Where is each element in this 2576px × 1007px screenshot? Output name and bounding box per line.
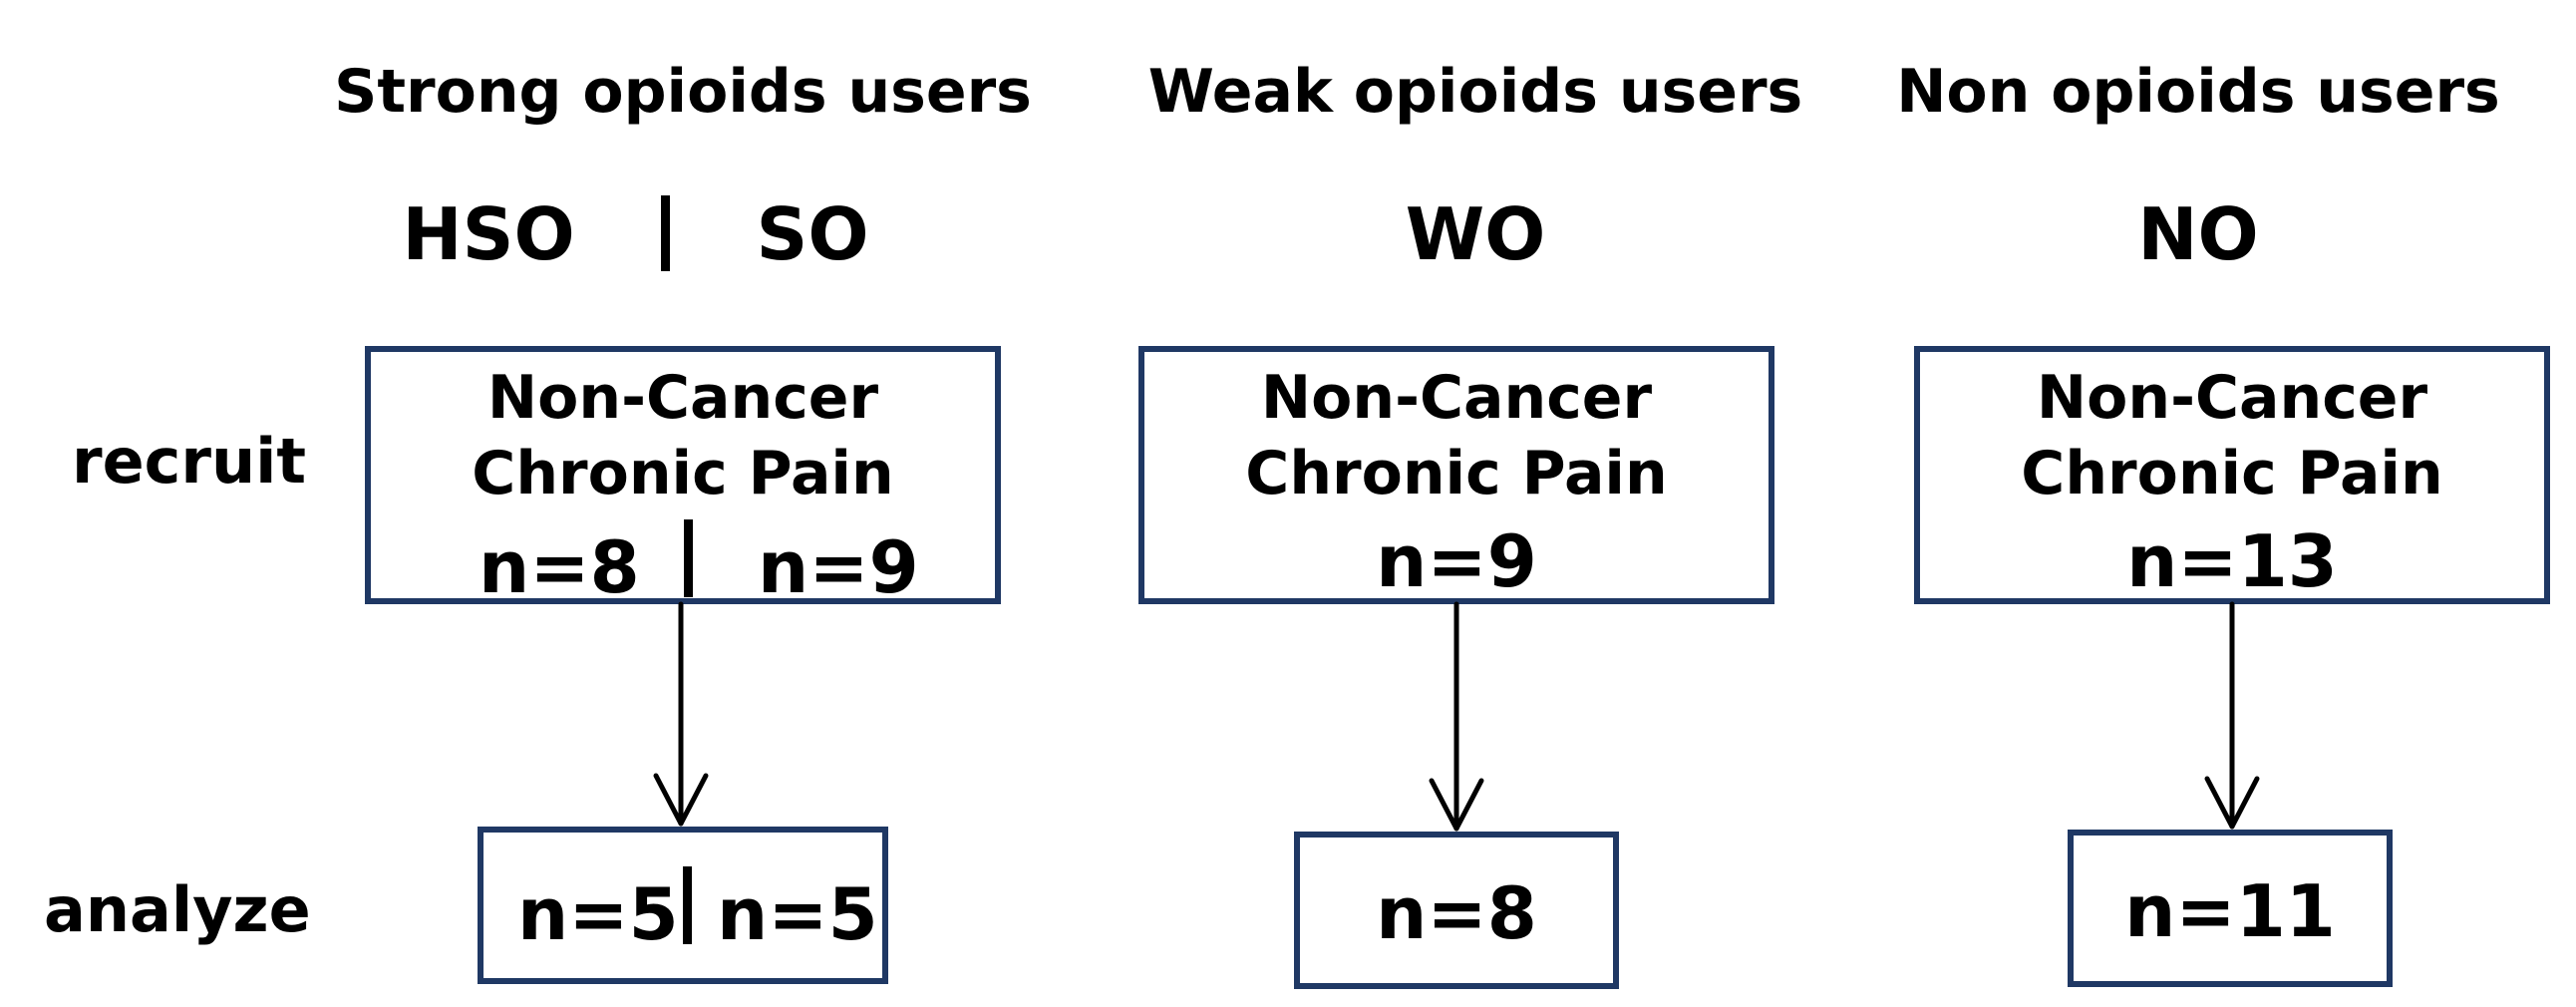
analyze-count-wo: n=8: [1376, 871, 1537, 955]
analyze-count-no: n=11: [2124, 869, 2336, 953]
recruit-box-label-line1: Non-Cancer: [2036, 363, 2428, 433]
count-divider: [684, 519, 693, 597]
recruit-box-label-line2: Chronic Pain: [472, 439, 894, 508]
recruit-box-weak-opioids: Non-Cancer Chronic Pain n=9: [1138, 346, 1774, 604]
recruit-box-label-line1: Non-Cancer: [486, 363, 879, 433]
analyze-count-so: n=5: [717, 872, 878, 956]
group-title-weak-opioids: Weak opioids users: [1147, 57, 1803, 127]
arrow-weak-opioids: [1429, 601, 1484, 832]
group-code-so: SO: [756, 192, 869, 276]
row-label-analyze: analyze: [44, 873, 311, 946]
recruit-count-no: n=13: [2126, 519, 2338, 603]
analyze-box-weak-opioids: n=8: [1294, 832, 1619, 989]
recruit-box-non-opioids: Non-Cancer Chronic Pain n=13: [1914, 346, 2550, 604]
group-title-non-opioids: Non opioids users: [1896, 57, 2500, 127]
analyze-box-non-opioids: n=11: [2068, 830, 2393, 987]
recruit-box-label-line1: Non-Cancer: [1260, 363, 1653, 433]
code-divider: [661, 195, 670, 271]
analyze-box-strong-opioids: n=5 n=5: [478, 827, 888, 984]
arrow-strong-opioids: [653, 601, 709, 827]
recruit-box-strong-opioids: Non-Cancer Chronic Pain n=8 n=9: [365, 346, 1001, 609]
recruit-count-so: n=9: [758, 525, 919, 609]
recruit-box-label-line2: Chronic Pain: [1245, 439, 1668, 508]
row-label-recruit: recruit: [72, 425, 306, 498]
group-title-strong-opioids: Strong opioids users: [334, 57, 1032, 127]
analyze-count-divider: [683, 866, 692, 944]
recruit-count-hso: n=8: [479, 525, 640, 609]
group-code-hso: HSO: [402, 192, 575, 276]
analyze-count-hso: n=5: [517, 872, 679, 956]
group-code-no: NO: [2137, 192, 2259, 276]
recruit-box-label-line2: Chronic Pain: [2021, 439, 2443, 508]
arrow-non-opioids: [2204, 601, 2260, 830]
recruit-count-wo: n=9: [1376, 519, 1537, 603]
group-code-wo: WO: [1405, 192, 1546, 276]
